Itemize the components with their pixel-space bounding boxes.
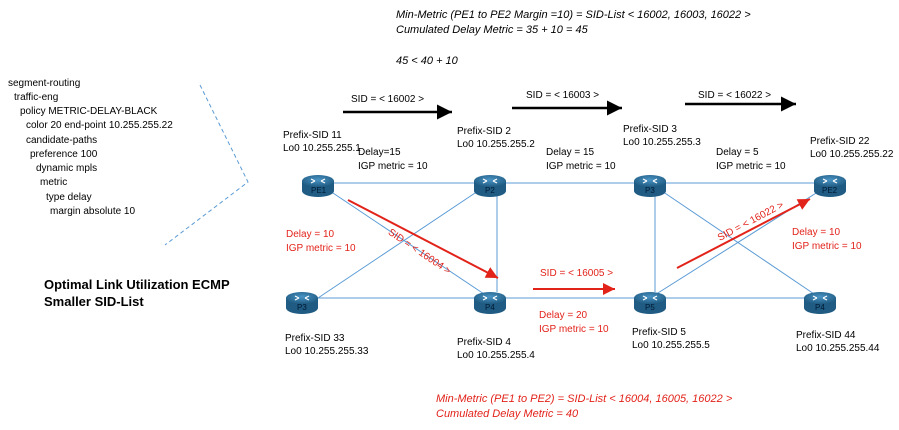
config-line-9: type delay xyxy=(46,192,92,203)
router-label-p3-top: P3 xyxy=(645,186,655,195)
bottom-cumulated-delay-line: Cumulated Delay Metric = 40 xyxy=(436,408,579,420)
link-p3b-p2 xyxy=(317,182,491,299)
node-sid-p5: Prefix-SID 5 xyxy=(632,327,686,338)
config-line-4: color 20 end-point 10.255.255.22 xyxy=(26,120,173,131)
top-comparison-line: 45 < 40 + 10 xyxy=(396,55,458,67)
config-line-6: preference 100 xyxy=(30,149,98,160)
router-icon-p3-top[interactable] xyxy=(634,175,666,197)
link-delay-p3-pe2: Delay = 5 xyxy=(716,147,759,158)
link-igp-p5-pe2: IGP metric = 10 xyxy=(792,241,862,252)
node-lo-p5: Lo0 10.255.255.5 xyxy=(632,340,710,351)
bottom-min-metric-line: Min-Metric (PE1 to PE2) = SID-List < 160… xyxy=(436,393,733,405)
sid-label-top-2: SID = < 16003 > xyxy=(526,90,600,101)
router-label-p3-bottom: P3 xyxy=(297,303,307,312)
router-label-pe1: PE1 xyxy=(311,186,327,195)
router-label-p4-right: P4 xyxy=(815,303,825,312)
link-igp-p4-p5: IGP metric = 10 xyxy=(539,324,609,335)
node-lo-pe2: Lo0 10.255.255.22 xyxy=(810,149,894,160)
link-delay-p5-pe2: Delay = 10 xyxy=(792,227,841,238)
link-igp-p3-pe2: IGP metric = 10 xyxy=(716,161,786,172)
config-line-10: margin absolute 10 xyxy=(50,206,136,217)
router-label-p5: P5 xyxy=(645,303,655,312)
heading-line-1: Optimal Link Utilization ECMP xyxy=(44,277,230,292)
router-icon-p2[interactable] xyxy=(474,175,506,197)
link-delay-pe1-p2: Delay=15 xyxy=(358,147,401,158)
router-label-pe2: PE2 xyxy=(822,186,838,195)
config-line-1: segment-routing xyxy=(8,78,81,89)
red-arrow-pe1-p4 xyxy=(347,199,499,279)
router-icon-pe2[interactable] xyxy=(814,175,846,197)
node-sid-pe2: Prefix-SID 22 xyxy=(810,136,870,147)
top-min-metric-line: Min-Metric (PE1 to PE2 Margin =10) = SID… xyxy=(396,9,751,21)
node-lo-p4: Lo0 10.255.255.4 xyxy=(457,350,535,361)
router-icon-p4[interactable] xyxy=(474,292,506,314)
router-icon-p5[interactable] xyxy=(634,292,666,314)
config-line-2: traffic-eng xyxy=(14,92,59,103)
router-icon-p3-bottom[interactable] xyxy=(286,292,318,314)
top-cumulated-delay-line: Cumulated Delay Metric = 35 + 10 = 45 xyxy=(396,24,588,36)
node-sid-p2: Prefix-SID 2 xyxy=(457,126,511,137)
callout-dashed-line xyxy=(164,84,249,246)
config-line-7: dynamic mpls xyxy=(36,163,98,174)
link-delay-p4-p5: Delay = 20 xyxy=(539,310,588,321)
node-lo-p3-bottom: Lo0 10.255.255.33 xyxy=(285,346,369,357)
red-arrow-p5-pe2 xyxy=(676,198,811,269)
node-lo-p2: Lo0 10.255.255.2 xyxy=(457,139,535,150)
router-icon-pe1[interactable] xyxy=(302,175,334,197)
node-sid-p4: Prefix-SID 4 xyxy=(457,337,511,348)
heading-line-2: Smaller SID-List xyxy=(44,294,144,309)
node-sid-p3-top: Prefix-SID 3 xyxy=(623,124,677,135)
sid-label-red-2: SID = < 16005 > xyxy=(540,268,614,279)
router-label-p2: P2 xyxy=(485,186,495,195)
link-delay-pe1-p4: Delay = 10 xyxy=(286,229,335,240)
link-delay-p2-p3: Delay = 15 xyxy=(546,147,595,158)
node-lo-p4-right: Lo0 10.255.255.44 xyxy=(796,343,880,354)
node-sid-p4-right: Prefix-SID 44 xyxy=(796,330,856,341)
node-sid-pe1: Prefix-SID 11 xyxy=(283,130,342,141)
router-label-p4: P4 xyxy=(485,303,495,312)
router-icon-p4-right[interactable] xyxy=(804,292,836,314)
config-line-3: policy METRIC-DELAY-BLACK xyxy=(20,106,158,117)
routers xyxy=(286,175,846,314)
config-line-5: candidate-paths xyxy=(26,135,98,146)
sid-label-top-3: SID = < 16022 > xyxy=(698,90,772,101)
links xyxy=(317,182,833,299)
sid-label-top-1: SID = < 16002 > xyxy=(351,94,425,105)
link-igp-pe1-p4: IGP metric = 10 xyxy=(286,243,356,254)
link-igp-pe1-p2: IGP metric = 10 xyxy=(358,161,428,172)
config-line-8: metric xyxy=(40,177,68,188)
link-p3-p4r xyxy=(649,182,821,299)
node-lo-p3-top: Lo0 10.255.255.3 xyxy=(623,137,701,148)
node-lo-pe1: Lo0 10.255.255.1 xyxy=(283,143,361,154)
node-sid-p3-bottom: Prefix-SID 33 xyxy=(285,333,345,344)
link-igp-p2-p3: IGP metric = 10 xyxy=(546,161,616,172)
